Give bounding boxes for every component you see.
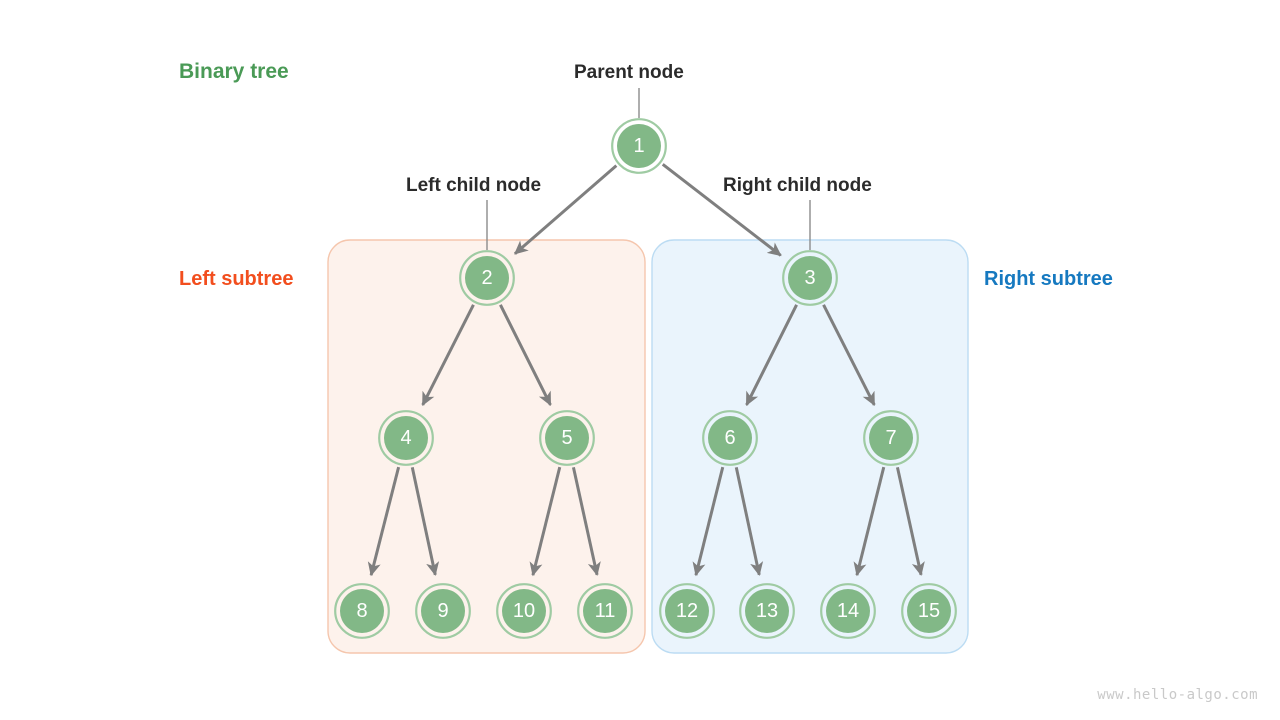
tree-node[interactable]: 15 [901, 583, 957, 639]
tree-edge [895, 466, 925, 577]
tree-edge [822, 304, 876, 407]
node-value: 13 [756, 600, 778, 622]
tree-node[interactable]: 13 [739, 583, 795, 639]
node-ring [577, 583, 633, 639]
tree-node[interactable]: 3 [782, 250, 838, 306]
node-disc [665, 589, 709, 633]
node-disc [869, 416, 913, 460]
node-value: 7 [885, 427, 896, 449]
tree-edge [513, 164, 618, 255]
node-value: 9 [437, 600, 448, 622]
node-ring [863, 410, 919, 466]
node-ring [415, 583, 471, 639]
tree-edge [421, 304, 475, 407]
node-ring [782, 250, 838, 306]
tree-node[interactable]: 6 [702, 410, 758, 466]
tree-edge [529, 466, 562, 577]
node-disc [788, 256, 832, 300]
tree-edge [410, 467, 440, 576]
annotation-right-child-node: Right child node [723, 175, 872, 196]
node-disc [340, 589, 384, 633]
tree-node[interactable]: 8 [334, 583, 390, 639]
node-value: 4 [400, 427, 411, 449]
node-ring [539, 410, 595, 466]
tree-edge [499, 304, 552, 406]
node-value: 12 [676, 600, 698, 622]
tree-node[interactable]: 12 [659, 583, 715, 639]
tree-node[interactable]: 9 [415, 583, 471, 639]
annotation-parent-node: Parent node [574, 62, 684, 83]
tree-edge [745, 304, 798, 406]
watermark: www.hello-algo.com [1097, 687, 1258, 703]
node-disc [826, 589, 870, 633]
subtree-panels [327, 239, 969, 654]
node-value: 3 [804, 267, 815, 289]
node-disc [502, 589, 546, 633]
node-ring [459, 250, 515, 306]
node-value: 2 [481, 267, 492, 289]
tree-node[interactable]: 4 [378, 410, 434, 466]
tree-node[interactable]: 1 [611, 118, 667, 174]
tree-node[interactable]: 7 [863, 410, 919, 466]
node-disc [545, 416, 589, 460]
tree-node[interactable]: 14 [820, 583, 876, 639]
tree-edge [692, 466, 725, 577]
tree-edge [367, 466, 401, 577]
node-disc [617, 124, 661, 168]
node-ring [611, 118, 667, 174]
node-disc [907, 589, 951, 633]
label-right-subtree: Right subtree [984, 268, 1113, 290]
tree-node[interactable]: 5 [539, 410, 595, 466]
node-value: 10 [513, 600, 535, 622]
tree-edge [734, 467, 764, 576]
node-disc [465, 256, 509, 300]
tree-edge [661, 163, 782, 257]
node-ring [659, 583, 715, 639]
label-left-subtree: Left subtree [179, 268, 294, 290]
node-ring [739, 583, 795, 639]
node-value: 6 [724, 427, 735, 449]
node-disc [708, 416, 752, 460]
annotation-leader-lines [486, 88, 811, 250]
annotation-left-child-node: Left child node [406, 175, 542, 196]
page-title: Binary tree [179, 60, 289, 83]
node-ring [702, 410, 758, 466]
node-ring [334, 583, 390, 639]
node-value: 15 [918, 600, 940, 622]
tree-node[interactable]: 10 [496, 583, 552, 639]
node-disc [745, 589, 789, 633]
tree-edges [367, 163, 925, 577]
node-value: 1 [633, 135, 644, 157]
node-ring [820, 583, 876, 639]
node-value: 14 [837, 600, 859, 622]
node-value: 5 [561, 427, 572, 449]
node-disc [583, 589, 627, 633]
node-value: 11 [595, 600, 616, 622]
tree-node[interactable]: 2 [459, 250, 515, 306]
tree-edge [853, 466, 886, 577]
tree-edge [571, 466, 601, 577]
node-ring [901, 583, 957, 639]
node-ring [496, 583, 552, 639]
tree-node[interactable]: 11 [577, 583, 633, 639]
node-disc [384, 416, 428, 460]
node-value: 8 [356, 600, 367, 622]
node-disc [421, 589, 465, 633]
node-ring [378, 410, 434, 466]
